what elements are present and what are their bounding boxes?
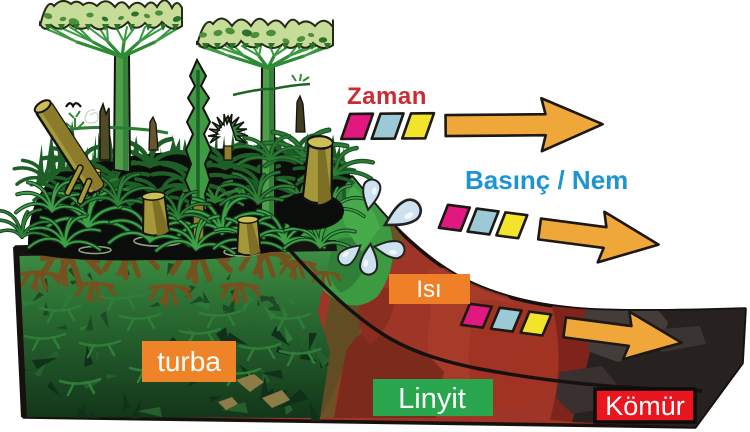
svg-text:Zaman: Zaman <box>347 83 427 110</box>
svg-text:Kömür: Kömür <box>605 391 685 421</box>
svg-text:turba: turba <box>157 346 221 377</box>
svg-text:Isı: Isı <box>416 276 441 303</box>
svg-text:Basınç / Nem: Basınç / Nem <box>465 165 628 195</box>
svg-text:Linyit: Linyit <box>398 383 466 415</box>
